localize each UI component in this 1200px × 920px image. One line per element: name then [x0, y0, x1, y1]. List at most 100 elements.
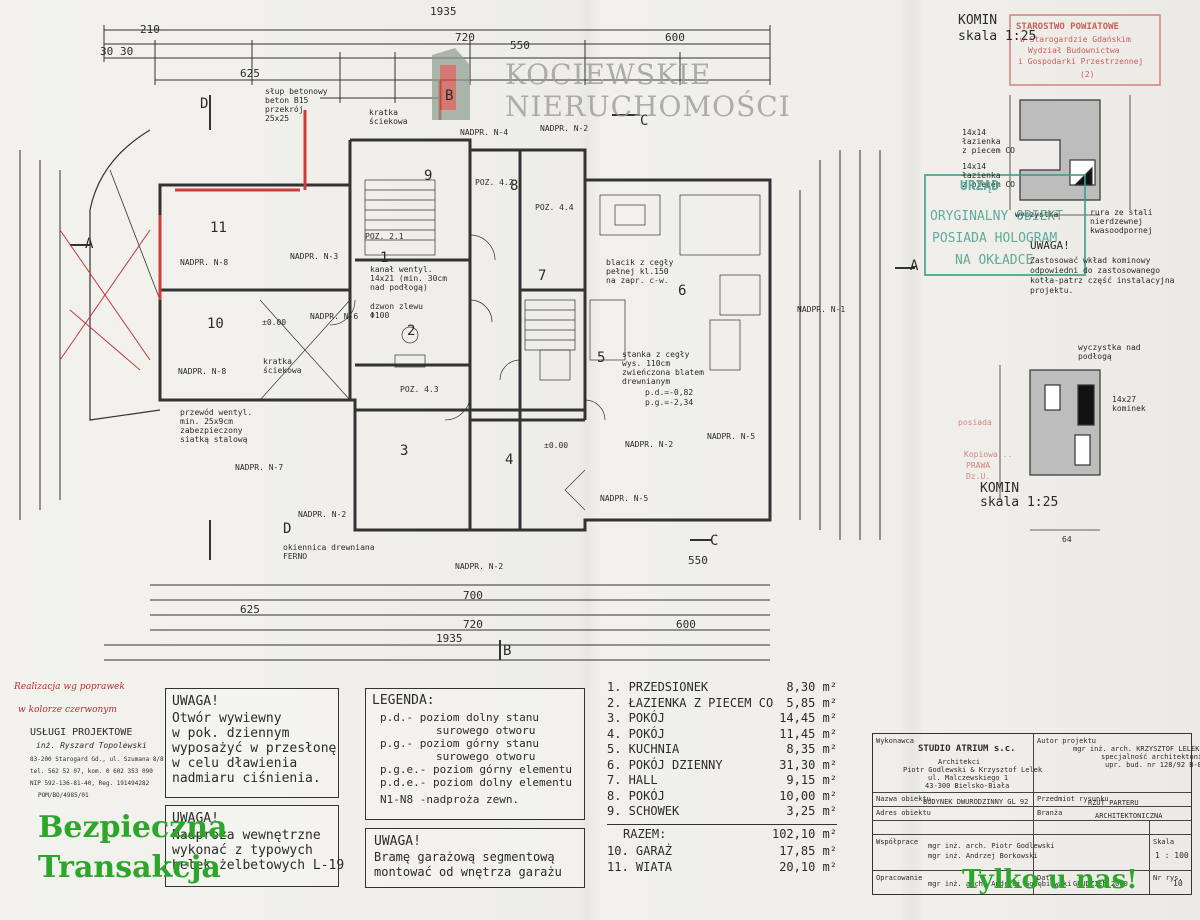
room-number-4: 4 — [505, 452, 514, 468]
stamp-green-3: POSIADA HOLOGRAM — [932, 231, 1058, 246]
tb-nazwa-label: Nazwa obiektu — [876, 795, 931, 803]
note-zero-level-10: ±0.00 — [262, 318, 287, 327]
dim-bottom-600: 600 — [676, 618, 696, 631]
note-okiennica: okiennica drewniana FERNO — [283, 543, 375, 561]
dim-top-625: 625 — [240, 67, 260, 80]
tb-nr-label: Nr rys. — [1153, 874, 1183, 882]
tb-skala: 1 : 100 — [1155, 851, 1189, 860]
note-poz-43: POZ. 4.3 — [400, 385, 439, 394]
watermark-line-1: KOCIEWSKIE — [505, 58, 712, 91]
tb-data-label: Data — [1037, 874, 1054, 882]
tb-nazwa: BUDYNEK DWURODZINNY GL 92 — [923, 798, 1029, 806]
uwaga-box-lintels: UWAGA! Nadproża wewnętrzne wykonać z typ… — [165, 805, 344, 887]
tb-branza: ARCHITEKTONICZNA — [1095, 812, 1163, 820]
legend-row: surowego otworu — [436, 750, 536, 763]
section-mark-a-left: A — [85, 236, 94, 252]
legend-row: N1-N8 -nadproża zewn. — [380, 793, 520, 806]
title-block: Wykonawca STUDIO ATRIUM s.c. Architekci … — [872, 733, 1200, 895]
dim-top-720: 720 — [455, 31, 475, 44]
note-scianka-z-cegly: stanka z cegły wys. 110cm zwieńczona bla… — [622, 350, 704, 386]
note-dzwon-zlewu: dzwon zlewu Φ100 — [370, 302, 423, 320]
komin-uwaga-body: Zastosować wkład kominowy odpowiedni do … — [1030, 256, 1175, 295]
handwritten-note-2: w kolorze czerwonym — [18, 705, 117, 715]
note-przewod-wentyl: przewód wentyl. min. 25x9cm zabezpieczon… — [180, 408, 253, 444]
room-area-total: RAZEM:102,10 m² — [607, 823, 837, 843]
legend-row: surowego otworu — [436, 724, 536, 737]
legend-row: p.d.- poziom dolny stanu — [380, 711, 539, 724]
stamp-side-4: Kopiowa... — [964, 450, 1013, 459]
uslugi-line-4: NIP 592-136-81-40, Reg. 191494282 — [30, 780, 150, 787]
section-mark-d-top: D — [200, 96, 209, 112]
note-poz-42: POZ. 4.2 — [475, 178, 514, 187]
note-kratka-sciekowa: kratka ściekowa — [263, 357, 302, 375]
note-pd-082: p.d.=-0,82 — [645, 388, 694, 397]
komin-bottom-label-1: wyczystka nad podłogą — [1078, 343, 1141, 361]
note-nadpr-n4: NADPR. N-4 — [460, 128, 509, 137]
note-nadpr-n2-left: NADPR. N-2 — [298, 510, 347, 519]
room-number-11: 11 — [210, 220, 227, 236]
section-mark-a-right: A — [910, 258, 919, 274]
note-nadpr-n5-b: NADPR. N-5 — [707, 432, 756, 441]
tb-opracowanie: mgr inż. arch. Andrzej Gołębiewski — [928, 880, 1072, 888]
komin-bottom-title: KOMIN — [980, 481, 1020, 496]
note-kanal-wentyl: kanał wentyl. 14x21 (min. 30cm nad podło… — [370, 265, 448, 292]
legend-box: LEGENDA: p.d.- poziom dolny stanu surowe… — [365, 688, 585, 820]
uslugi-line-1: inż. Ryszard Topolewski — [36, 741, 147, 750]
section-mark-d-bottom: D — [283, 521, 292, 537]
stamp-side-3: Dz.U. — [966, 472, 991, 481]
tb-wspolprace-label: Współprace — [876, 838, 919, 846]
komin-bottom-label-2: 14x27 kominek — [1112, 395, 1146, 413]
komin-top-scale: skala 1:25 — [958, 29, 1037, 44]
note-nadpr-n8-b: NADPR. N-8 — [178, 367, 227, 376]
room-number-7: 7 — [538, 268, 547, 284]
stamp-starostwo-4: i Gospodarki Przestrzennej — [1018, 57, 1144, 66]
legend-row: p.g.- poziom górny stanu — [380, 737, 539, 750]
section-mark-b-bottom: B — [503, 643, 512, 659]
tb-przedmiot-label: Przedmiot rysunku — [1037, 795, 1109, 803]
room-number-2: 2 — [407, 323, 416, 339]
stamp-side-2: PRAWA — [966, 461, 991, 470]
dim-top-total: 1935 — [430, 5, 457, 18]
note-nadpr-n2-bottom: NADPR. N-2 — [455, 562, 504, 571]
uslugi-line-5: POM/BO/4985/01 — [38, 792, 89, 799]
note-slup-betonowy: słup betonowy beton B15 przekrój 25x25 — [265, 87, 328, 123]
legend-title: LEGENDA: — [372, 693, 435, 708]
room-number-3: 3 — [400, 443, 409, 459]
tb-skala-label: Skala — [1153, 838, 1175, 846]
note-kratka-sciekowa-2: kratka ściekowa — [369, 108, 408, 126]
tb-arch-names: Piotr Godlewski & Krzysztof Lelek — [903, 766, 1043, 774]
room-number-10: 10 — [207, 316, 224, 332]
uwaga-box-garage-title: UWAGA! — [374, 834, 421, 849]
komin-bottom-scale: skala 1:25 — [980, 495, 1059, 510]
note-nadpr-n6: NADPR. N-6 — [310, 312, 359, 321]
tb-autor: mgr inż. arch. KRZYSZTOF LELEK — [1073, 745, 1200, 753]
legend-row: p.d.e.- poziom dolny elementu — [380, 776, 573, 789]
uwaga-box-lintels-body: Nadproża wewnętrzne wykonać z typowych b… — [172, 828, 345, 873]
note-zero-level-4: ±0.00 — [544, 441, 569, 450]
tb-addr-2: 43-300 Bielsko-Biała — [925, 782, 1010, 790]
dim-bottom-550: 550 — [688, 554, 708, 567]
dim-top-600: 600 — [665, 31, 685, 44]
overlay-right: Tylko u nas! — [962, 865, 1138, 895]
note-nadpr-n3: NADPR. N-3 — [290, 252, 339, 261]
uwaga-box-ventilation-body: Otwór wywiewny w pok. dziennym wyposażyć… — [172, 711, 337, 786]
komin-top-rura: rura ze stali nierdzewnej kwasoodpornej — [1090, 208, 1153, 235]
tb-nr: 10 — [1173, 879, 1183, 888]
tb-autor-3: upr. bud. nr 128/92 B-B — [1105, 761, 1200, 769]
tb-adres-label: Adres obiektu — [876, 809, 931, 817]
uwaga-box-ventilation: UWAGA! Otwór wywiewny w pok. dziennym wy… — [165, 688, 339, 798]
watermark-line-2: NIERUCHOMOŚCI — [505, 90, 791, 123]
note-nadpr-n5-a: NADPR. N-5 — [600, 494, 649, 503]
stamp-green-2: ORYGINALNY OBIEKT — [930, 209, 1064, 224]
